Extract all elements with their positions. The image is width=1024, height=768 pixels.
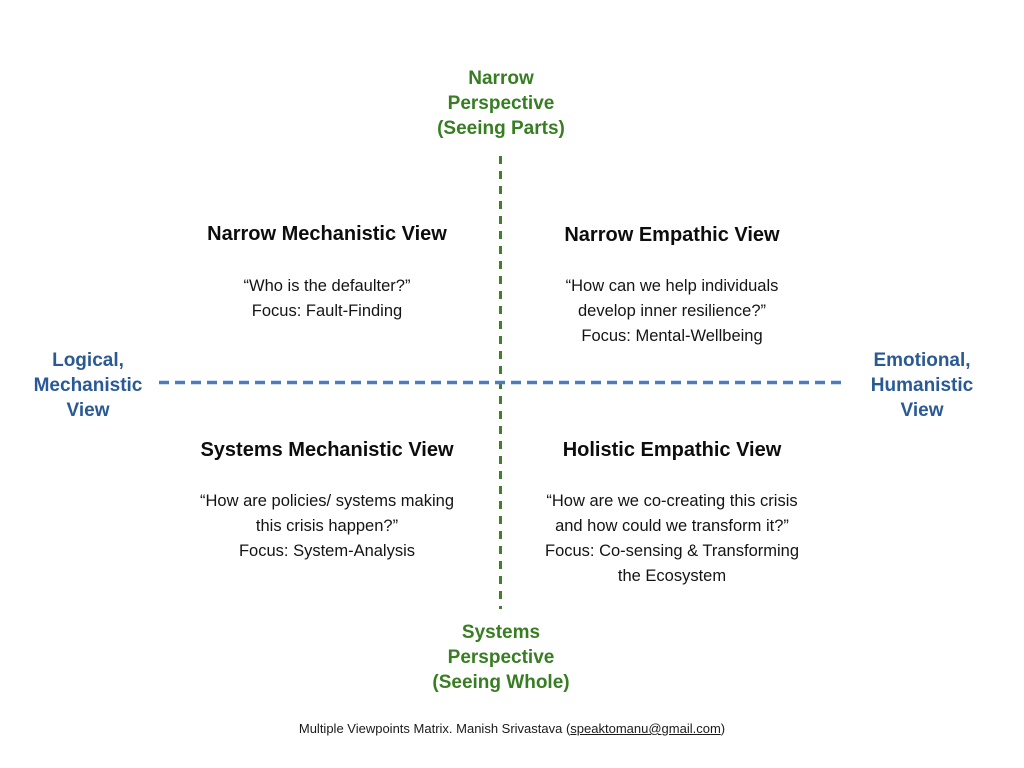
footer-caption: Multiple Viewpoints Matrix. Manish Sriva… (0, 721, 1024, 737)
footer-email-link[interactable]: speaktomanu@gmail.com (570, 721, 721, 736)
quadrant-top-left-title: Narrow Mechanistic View (207, 223, 447, 245)
quadrant-bottom-right-body: “How are we co-creating this crisis and … (544, 492, 800, 585)
quadrant-top-right-title: Narrow Empathic View (564, 224, 780, 246)
quadrant-top-right-body: “How can we help individuals develop inn… (565, 277, 779, 345)
quadrant-bottom-left-body: “How are policies/ systems making this c… (200, 492, 454, 560)
axis-label-right: Emotional, Humanistic View (870, 350, 974, 421)
quadrant-top-left-body: “Who is the defaulter?” Focus: Fault-Fin… (243, 277, 411, 320)
footer-text-prefix: Multiple Viewpoints Matrix. Manish Sriva… (298, 721, 571, 736)
axis-label-left: Logical, Mechanistic View (33, 350, 143, 421)
quadrant-bottom-left-title: Systems Mechanistic View (200, 439, 454, 461)
axis-label-bottom: Systems Perspective (Seeing Whole) (432, 622, 570, 693)
quadrant-bottom-right-title: Holistic Empathic View (562, 439, 782, 461)
axis-label-top: Narrow Perspective (Seeing Parts) (437, 68, 565, 139)
footer-text-suffix: ) (720, 721, 726, 736)
